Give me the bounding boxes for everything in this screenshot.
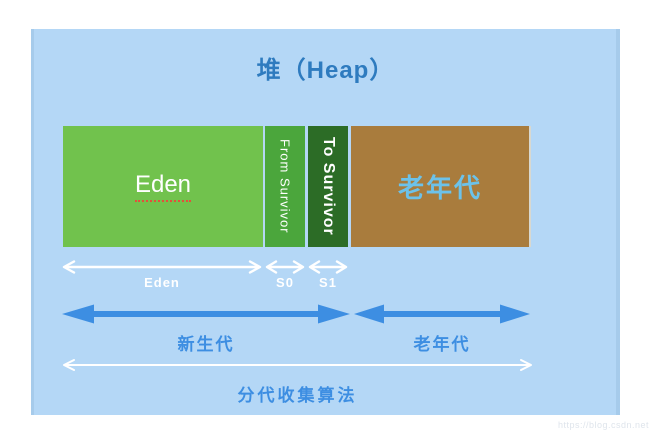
to-survivor-region-box: To Survivor <box>308 126 348 247</box>
diagram-title: 堆（Heap） <box>256 57 395 84</box>
double-arrow-icon <box>308 260 348 274</box>
old-generation-region-box: 老年代 <box>351 126 531 247</box>
s1-size-arrow-group: S1 <box>306 260 350 290</box>
eden-region-label: Eden <box>134 171 192 202</box>
from-survivor-region-box: From Survivor <box>265 126 305 247</box>
from-survivor-region-label: From Survivor <box>277 139 293 234</box>
young-generation-arrow-group: 新生代 <box>60 302 352 355</box>
s0-size-arrow-group: S0 <box>263 260 307 290</box>
thick-double-arrow-icon <box>62 304 350 324</box>
s0-size-label: S0 <box>276 275 294 290</box>
double-arrow-icon <box>63 359 532 371</box>
thick-double-arrow-icon <box>354 304 530 324</box>
s1-size-label: S1 <box>319 275 337 290</box>
watermark: https://blog.csdn.net <box>557 420 649 430</box>
eden-size-label: Eden <box>144 275 180 290</box>
old-generation-label: 老年代 <box>413 335 471 354</box>
to-survivor-region-label: To Survivor <box>320 137 337 236</box>
old-generation-arrow-group: 老年代 <box>352 302 532 355</box>
eden-size-arrow-group: Eden <box>60 260 264 290</box>
young-generation-label: 新生代 <box>177 335 235 354</box>
old-generation-region-label: 老年代 <box>397 173 482 203</box>
double-arrow-icon <box>265 260 305 274</box>
generational-algorithm-label: 分代收集算法 <box>237 386 358 405</box>
generational-algorithm-arrow-group: 分代收集算法 <box>60 358 535 406</box>
eden-region-box: Eden <box>63 126 263 247</box>
double-arrow-icon <box>62 260 262 274</box>
